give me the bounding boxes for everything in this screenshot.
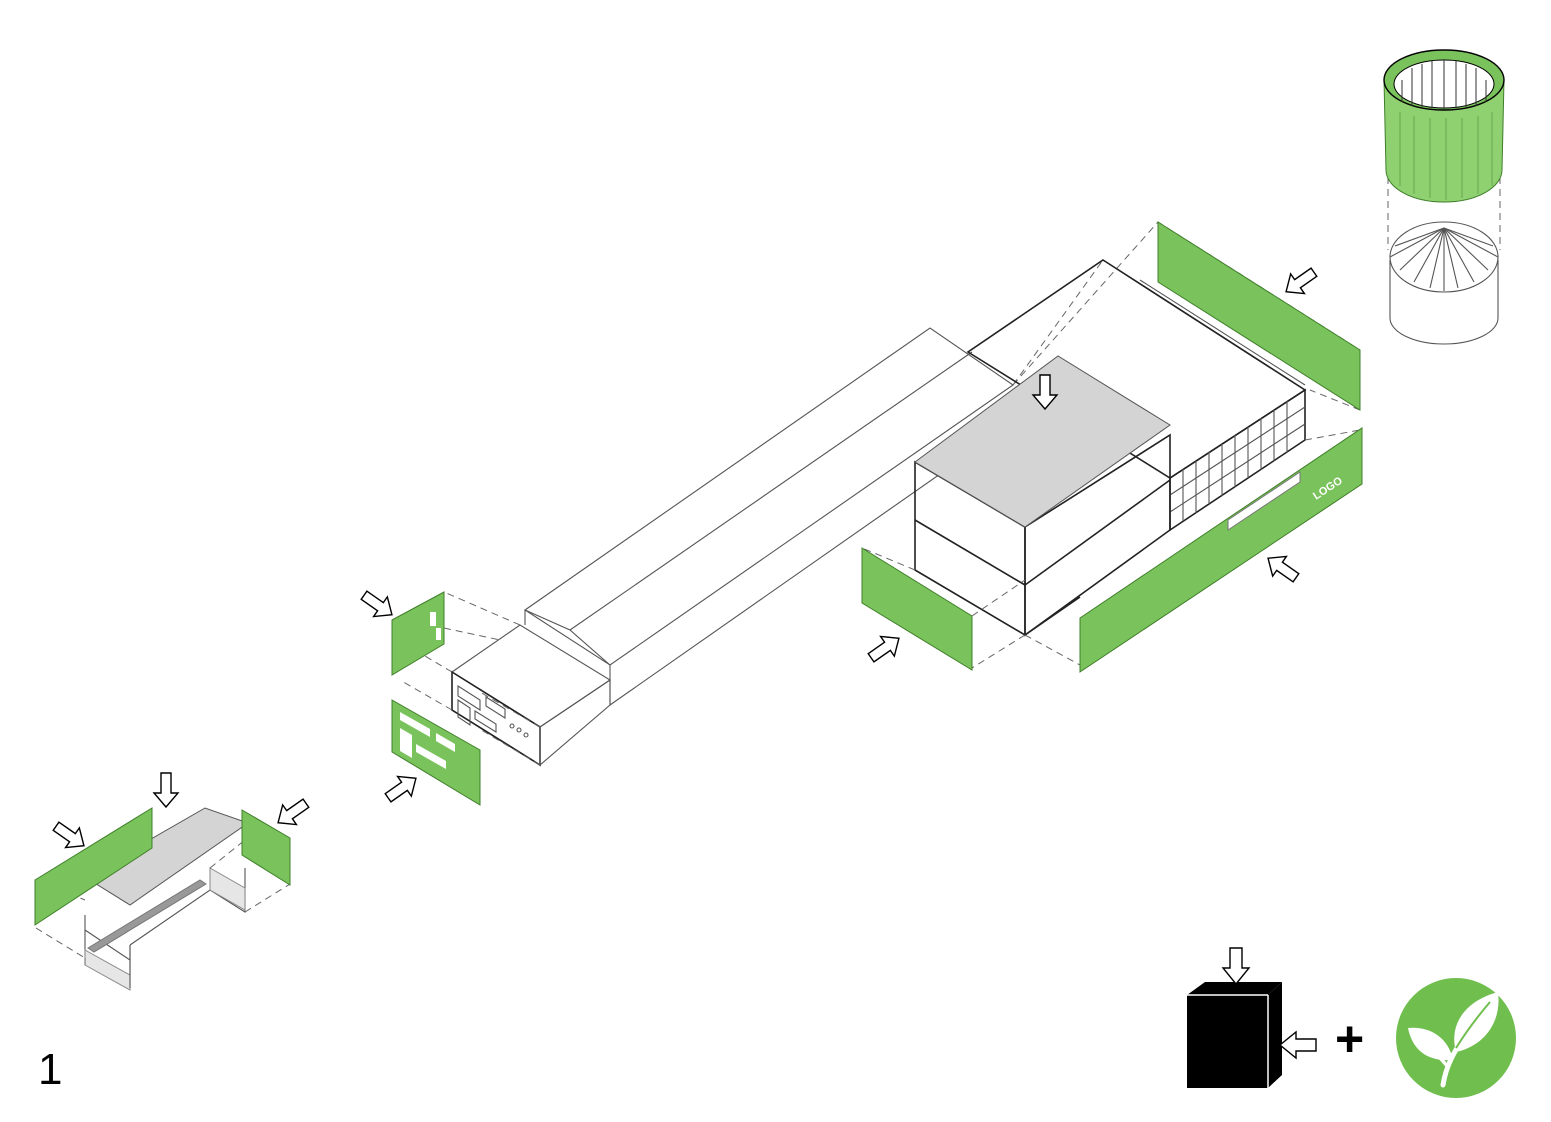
green-wall-panel-main-rear [1157, 221, 1361, 411]
curtain-wall-grid [1169, 401, 1306, 521]
arrow-icon [867, 635, 900, 663]
figure-number: 1 [38, 1045, 63, 1094]
panel-opening [436, 628, 441, 640]
tank-dome-ribs [1389, 227, 1499, 291]
pavilion [35, 839, 291, 991]
arrow-icon [384, 775, 417, 803]
panel-cutouts [400, 712, 455, 769]
arrow-icon [1221, 947, 1251, 986]
front-annex [397, 591, 612, 767]
roof-slab [914, 355, 1171, 528]
main-building [861, 221, 1361, 669]
tank-sleeve-ribs [1401, 60, 1487, 108]
green-wall-panel-main-front [1079, 427, 1363, 673]
facade-sign-band [1227, 471, 1301, 531]
leaf-icon [1396, 978, 1516, 1098]
arrow-icon [277, 798, 310, 826]
arrow-icon [1278, 1030, 1317, 1060]
green-wall-panel-pavilion-left [34, 807, 153, 926]
green-wall-panel-main-left [861, 547, 973, 671]
annex-facade-openings [457, 684, 529, 738]
water-tank [1383, 49, 1505, 345]
arrow-icon [152, 772, 180, 809]
arrow-icon [52, 821, 85, 849]
cube-icon [1187, 982, 1282, 1088]
panel-opening [430, 612, 436, 626]
green-wall-panel-pavilion-right [241, 809, 291, 886]
arrow-icon [1031, 374, 1059, 411]
arrow-icon [1285, 267, 1318, 295]
arrow-icon [360, 590, 393, 618]
tank-sleeve-flutes [1399, 112, 1493, 200]
arrow-icon [1267, 555, 1300, 583]
arrows [52, 267, 1318, 849]
legend-plus-sign: + [1335, 1011, 1365, 1067]
